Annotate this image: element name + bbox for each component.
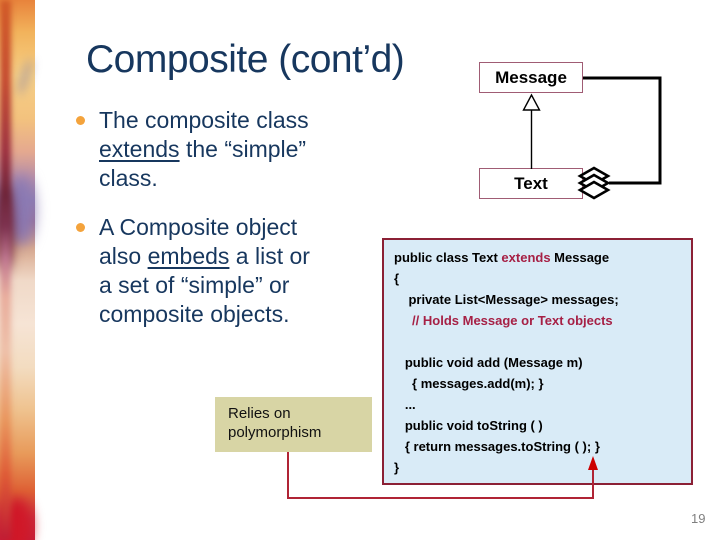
code-line-2: { <box>394 271 400 286</box>
code-line-7: { messages.add(m); } <box>394 376 544 391</box>
bullet-2-line-3: a set of “simple” or <box>99 272 290 298</box>
bullet-item-2: A Composite object also embeds a list or… <box>68 213 310 329</box>
bullet-2-line-1: A Composite object <box>99 214 298 240</box>
underlined-word-extends: extends <box>99 136 180 162</box>
bullet-icon <box>76 116 85 125</box>
bullet-1-text: The composite class extends the “simple”… <box>99 106 309 193</box>
code-line-3: private List<Message> messages; <box>394 292 619 307</box>
page-title: Composite (cont’d) <box>86 38 405 81</box>
bullet-icon <box>76 223 85 232</box>
bullet-1-line-1: The composite class <box>99 107 309 133</box>
inheritance-triangle-icon <box>522 93 541 111</box>
callout-line-1: Relies on <box>228 405 291 422</box>
keyword-extends: extends <box>501 250 551 265</box>
uml-class-box-text: Text <box>479 168 583 199</box>
gradient-streak <box>15 57 35 97</box>
decorative-gradient-strip <box>0 0 35 540</box>
bullet-1-line-3: class. <box>99 165 158 191</box>
code-line-4-comment: // Holds Message or Text objects <box>394 313 613 328</box>
code-line-9: public void toString ( ) <box>394 418 543 433</box>
code-panel: public class Text extends Message { priv… <box>382 238 693 485</box>
polymorphism-callout: Relies on polymorphism <box>215 397 372 452</box>
code-line-6: public void add (Message m) <box>394 355 583 370</box>
page-number: 19 <box>691 511 706 526</box>
bullet-2-line-2: also embeds a list or <box>99 243 310 269</box>
bullet-2-line-4: composite objects. <box>99 301 290 327</box>
uml-class-box-message: Message <box>479 62 583 93</box>
code-line-5-blank <box>394 331 691 352</box>
underlined-word-embeds: embeds <box>147 243 230 269</box>
callout-line-2: polymorphism <box>228 424 322 441</box>
bullet-1-line-2: extends the “simple” <box>99 136 307 162</box>
code-line-1: public class Text extends Message <box>394 250 610 265</box>
aggregation-link-line <box>583 76 662 185</box>
uml-message-label: Message <box>495 67 567 87</box>
gradient-strip-edge <box>0 0 11 540</box>
uml-text-label: Text <box>514 173 548 193</box>
bullet-2-text: A Composite object also embeds a list or… <box>99 213 310 329</box>
bullet-item-1: The composite class extends the “simple”… <box>68 106 309 193</box>
code-line-8: ... <box>394 397 416 412</box>
aggregation-diamonds-icon <box>577 166 611 200</box>
code-line-11: } <box>394 460 400 475</box>
code-line-10: { return messages.toString ( ); } <box>394 439 600 454</box>
